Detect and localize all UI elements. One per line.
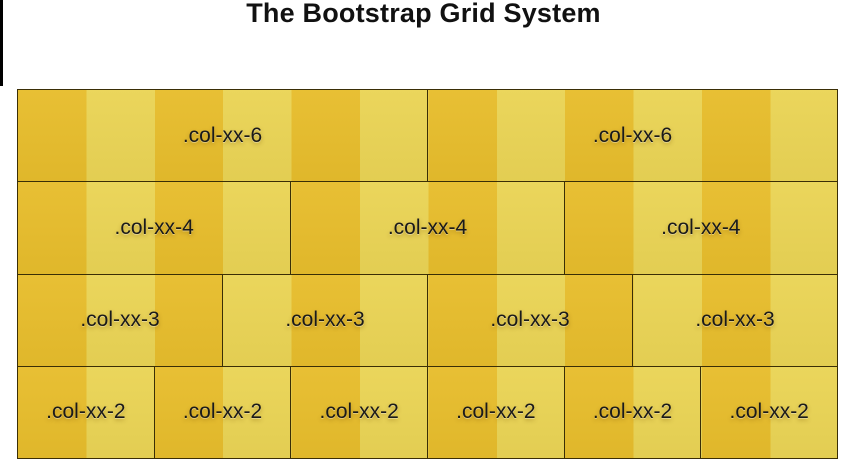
grid-cell-label: .col-xx-4 — [387, 215, 468, 239]
slide-title: The Bootstrap Grid System — [246, 0, 601, 28]
grid-cell-col-2: .col-xx-2 — [564, 366, 702, 458]
grid-cell-label: .col-xx-3 — [695, 308, 775, 332]
grid-cell-label: .col-xx-2 — [729, 400, 809, 424]
grid-cell-label: .col-xx-2 — [182, 400, 263, 424]
grid-cell-col-2: .col-xx-2 — [701, 366, 838, 458]
grid-row-col-4: .col-xx-4 .col-xx-4 .col-xx-4 — [18, 182, 837, 275]
grid-cell-col-3: .col-xx-3 — [18, 274, 223, 366]
grid-cell-label: .col-xx-2 — [456, 400, 536, 424]
grid-cell-col-2: .col-xx-2 — [428, 366, 565, 458]
grid-cell-label: .col-xx-3 — [285, 308, 365, 332]
grid-cell-col-2: .col-xx-2 — [18, 366, 155, 458]
grid-cell-col-2: .col-xx-2 — [291, 366, 429, 458]
grid-row-col-6: .col-xx-6 .col-xx-6 — [18, 90, 837, 183]
grid-cell-col-2: .col-xx-2 — [154, 366, 292, 458]
grid-cell-col-4: .col-xx-4 — [564, 182, 837, 274]
grid-cell-col-6: .col-xx-6 — [18, 90, 428, 182]
grid-cell-label: .col-xx-2 — [319, 400, 399, 424]
grid-cell-label: .col-xx-2 — [592, 400, 673, 424]
grid-cell-label: .col-xx-4 — [114, 215, 194, 239]
grid-cell-label: .col-xx-6 — [182, 123, 263, 147]
left-edge-bar — [0, 0, 3, 86]
grid-cell-col-3: .col-xx-3 — [633, 274, 837, 366]
grid-cell-label: .col-xx-4 — [661, 215, 741, 239]
grid-cell-label: .col-xx-2 — [46, 400, 126, 424]
grid-cell-label: .col-xx-3 — [80, 308, 160, 332]
grid-cell-label: .col-xx-3 — [490, 308, 570, 332]
grid-cell-col-3: .col-xx-3 — [223, 274, 428, 366]
bootstrap-grid: .col-xx-6 .col-xx-6 .col-xx-4 .col-xx-4 … — [17, 89, 838, 459]
grid-row-col-2: .col-xx-2 .col-xx-2 .col-xx-2 .col-xx-2 … — [18, 366, 838, 458]
grid-cell-col-4: .col-xx-4 — [18, 182, 292, 274]
grid-cell-col-6: .col-xx-6 — [428, 90, 837, 182]
grid-cell-label: .col-xx-6 — [592, 123, 673, 147]
grid-row-col-3: .col-xx-3 .col-xx-3 .col-xx-3 .col-xx-3 — [18, 274, 837, 367]
grid-cell-col-3: .col-xx-3 — [428, 274, 633, 366]
grid-cell-col-4: .col-xx-4 — [291, 182, 565, 274]
